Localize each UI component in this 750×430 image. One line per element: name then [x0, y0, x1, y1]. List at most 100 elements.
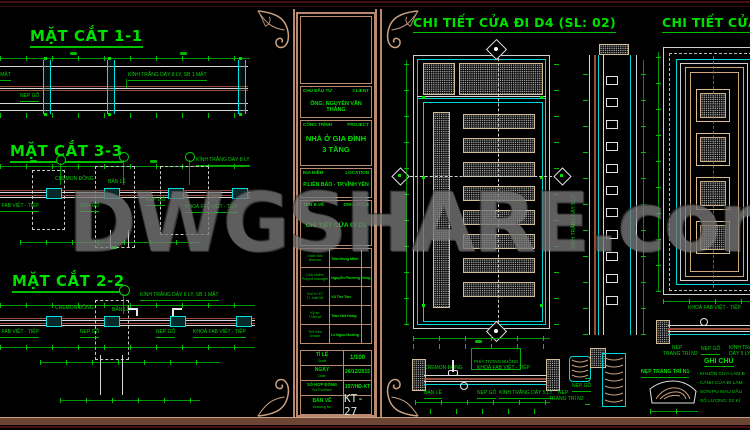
louver-section — [606, 164, 618, 173]
cremon-label: CREMON ĐỒNG — [424, 365, 463, 371]
sig-box — [362, 268, 371, 286]
date-label-en: Date — [318, 373, 326, 378]
sig-name: Trần Việt Hùng — [331, 312, 357, 318]
notes-title: GHI CHÚ — [704, 358, 734, 367]
line — [668, 328, 750, 330]
glass-label-2: DÀY 5 LY — [729, 351, 750, 357]
sig-box — [362, 287, 371, 305]
node — [108, 113, 111, 116]
titleblock-logo-box — [300, 16, 372, 84]
nep-go-label: NẸP GỖ — [156, 329, 176, 338]
scale-value: 1/100 — [349, 354, 365, 361]
inside-label-box: PHÍA TRONG BUỒNG — [471, 348, 522, 370]
scale-label-en: Scale — [317, 358, 327, 363]
bottom-band — [0, 417, 750, 425]
dim-line — [413, 338, 550, 339]
louver-slat — [463, 258, 535, 273]
bottom-rule — [0, 426, 750, 428]
detail-box — [95, 300, 129, 360]
date-value: 26/12/2015 — [344, 369, 371, 376]
louver-section — [606, 296, 618, 305]
nep-n2-label-2: TRANG TRÍ N2 — [549, 396, 584, 402]
sig-role-en: Drawn — [309, 334, 321, 338]
sig-name: Lê Ngọc Hưởng — [331, 331, 359, 337]
dim-line — [663, 301, 750, 302]
louver-section — [606, 274, 618, 283]
dim-line — [0, 305, 255, 306]
dwg-label: TÊN B.VẼ — [303, 202, 325, 207]
head-block — [599, 44, 629, 55]
line — [603, 55, 604, 335]
marker-dot — [560, 174, 563, 177]
mullion — [238, 60, 246, 114]
side-panel — [433, 112, 450, 308]
line — [0, 325, 255, 326]
door-frame — [417, 59, 546, 325]
dim-line — [643, 60, 644, 335]
nep-go-label: NẸP GỖ — [146, 197, 166, 206]
corner-ornament — [256, 376, 294, 418]
louver-slat — [463, 234, 535, 249]
door-handle — [172, 308, 182, 310]
note-item: - SƠN PU MÀU DẦU — [697, 390, 743, 395]
node — [422, 96, 425, 99]
line — [0, 195, 250, 196]
louver-section — [606, 76, 618, 85]
note-item: - CÁNH CỬA ĐI LÀM — [697, 381, 743, 386]
frame-profile — [236, 316, 252, 327]
node — [44, 57, 47, 60]
line — [110, 230, 111, 248]
node — [44, 113, 47, 116]
nep-go-detail-label: NẸP GỖ — [572, 383, 592, 392]
sig-role-en: Thiết kế — [308, 315, 322, 319]
door-handle — [136, 308, 138, 316]
sig-box — [362, 249, 371, 267]
nep-wood-detail — [569, 356, 591, 382]
leader — [60, 163, 61, 185]
location-label-en: LOCATION — [345, 170, 369, 175]
line — [424, 378, 546, 380]
nep-n1-profile — [646, 379, 700, 407]
edge-label: SB 1 MẶT — [0, 72, 11, 81]
louver-section — [606, 208, 618, 217]
dim-value — [110, 246, 117, 249]
node — [422, 176, 425, 179]
node — [239, 57, 242, 60]
dim-ticks — [585, 353, 590, 405]
nep-go-label: NẸP GỖ — [701, 346, 721, 355]
dim-value — [150, 160, 157, 163]
dim-value — [475, 340, 482, 343]
louver-slat — [463, 162, 535, 177]
section-3-3-title: MẶT CẮT 3-3 — [10, 142, 123, 163]
titleblock-right-border — [375, 9, 377, 417]
wood-profile-detail — [602, 353, 626, 407]
line — [594, 55, 596, 335]
door-handle — [128, 308, 138, 310]
dwg-title-value: CHI TIẾT CỬA ĐI D1 — [305, 222, 367, 229]
sig-role-en: Director — [308, 258, 322, 262]
line — [636, 55, 637, 335]
dim-ticks — [554, 60, 559, 325]
line — [598, 55, 599, 335]
node — [422, 304, 425, 307]
nep-n2-label-2: TRANG TRÍ N2 — [663, 351, 698, 357]
line — [0, 318, 255, 319]
dim-value — [180, 52, 187, 55]
nep-go-label: NẸP GỖ — [80, 203, 100, 212]
transom-panel — [423, 63, 455, 95]
louver-slat — [463, 138, 535, 153]
louver-slat — [463, 282, 535, 297]
khoa-label: KHOÁ FAB VIỆT - TIỆP — [0, 203, 39, 212]
sheet-value: KT-27 — [344, 392, 364, 418]
frame-white — [680, 63, 748, 281]
dim-line — [658, 52, 659, 292]
cremon-label: CREMON ĐỒNG — [55, 176, 94, 182]
sig-name: Nguyễn Phương Đông — [331, 274, 371, 280]
note-item: - KHUÔN CỬA LÀM B — [697, 372, 745, 377]
